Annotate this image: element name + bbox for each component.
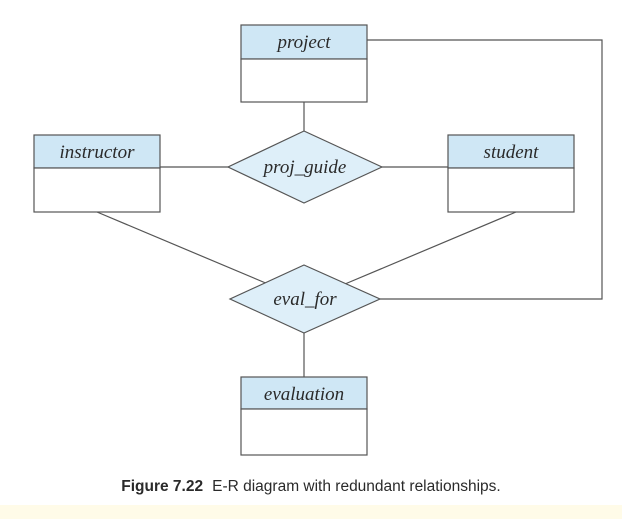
entity-student: student bbox=[447, 134, 575, 213]
line-project-eval_for bbox=[367, 39, 603, 300]
connector-lines bbox=[96, 39, 603, 377]
page-bottom-band bbox=[0, 505, 622, 519]
entity-evaluation-title: evaluation bbox=[264, 384, 344, 405]
relationship-eval_for: eval_for bbox=[228, 264, 382, 334]
figure-caption-text: E-R diagram with redundant relationships… bbox=[212, 478, 501, 495]
figure-number: Figure 7.22 bbox=[121, 478, 204, 495]
line-student-eval_for bbox=[344, 211, 517, 285]
entity-instructor-title: instructor bbox=[60, 142, 136, 163]
entity-instructor: instructor bbox=[33, 134, 161, 213]
entity-evaluation: evaluation bbox=[240, 376, 368, 456]
figure-caption: Figure 7.22 E-R diagram with redundant re… bbox=[0, 478, 622, 496]
relationship-proj_guide: proj_guide bbox=[226, 130, 384, 204]
entity-project: project bbox=[240, 24, 368, 103]
relationship-proj_guide-diamond bbox=[226, 130, 384, 204]
relationship-eval_for-label: eval_for bbox=[273, 289, 337, 310]
entity-instructor-body bbox=[33, 167, 161, 213]
line-instructor-eval_for bbox=[96, 211, 269, 285]
entity-student-header bbox=[447, 134, 575, 169]
entity-project-title: project bbox=[275, 32, 331, 53]
entity-student-title: student bbox=[484, 142, 540, 163]
entity-evaluation-header bbox=[240, 376, 368, 410]
relationship-proj_guide-label: proj_guide bbox=[262, 157, 347, 178]
entity-evaluation-body bbox=[240, 408, 368, 456]
relationship-eval_for-diamond bbox=[228, 264, 382, 334]
entity-student-body bbox=[447, 167, 575, 213]
entity-project-body bbox=[240, 58, 368, 103]
entity-instructor-header bbox=[33, 134, 161, 169]
